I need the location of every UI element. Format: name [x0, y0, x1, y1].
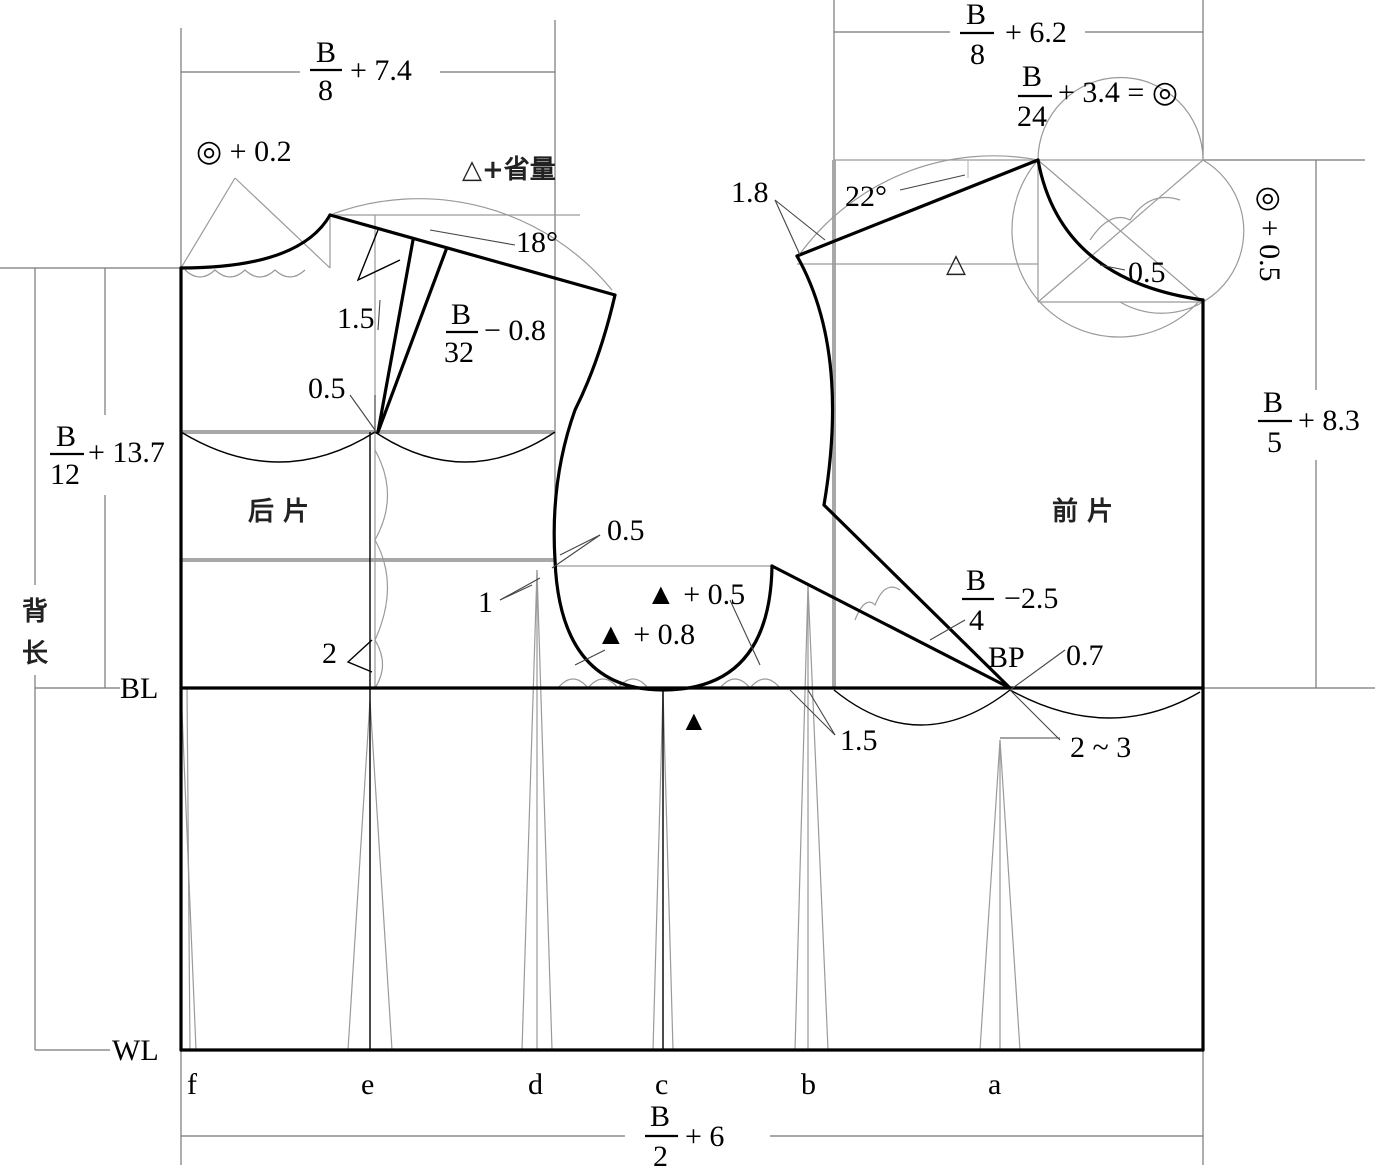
waist-darts	[180, 569, 1021, 1051]
back-dart-den: 32	[444, 336, 474, 369]
top-back-num: B	[316, 36, 336, 69]
armhole-back-curve-label: 1	[478, 586, 493, 619]
dart-point-d: d	[528, 1068, 543, 1101]
pattern-outline	[179, 158, 1205, 1052]
bp-dart-label: 2 ~ 3	[1070, 731, 1131, 764]
armhole-mark: ▲	[680, 706, 708, 737]
bp-distance-den: 4	[969, 604, 984, 637]
dim-front-length: B 5 + 8.3	[1258, 386, 1360, 459]
bp-distance-num: B	[966, 564, 986, 597]
dim-bp-distance: B 4 −2.5	[962, 564, 1058, 637]
bottom-total-den: 2	[653, 1140, 668, 1173]
dim-armhole-depth: B 12 + 13.7	[50, 420, 165, 491]
front-neck-den: 24	[1017, 100, 1047, 133]
dart-point-f: f	[187, 1068, 197, 1101]
back-angle-label: 18°	[516, 226, 558, 259]
back-piece-label: 后 片	[248, 497, 309, 527]
bust-line-label: BL	[120, 672, 158, 705]
back-dart-tip-label: 0.5	[308, 372, 346, 405]
dart-point-c: c	[655, 1068, 668, 1101]
bp-distance-tail: −2.5	[1004, 582, 1058, 615]
construction-guides	[180, 76, 1245, 726]
back-dart-tail: − 0.8	[484, 314, 546, 347]
armhole-depth-den: 12	[50, 458, 80, 491]
back-side-dart-label: 2	[322, 637, 337, 670]
dart-point-b: b	[801, 1068, 816, 1101]
dim-back-dart: B 32 − 0.8	[444, 298, 546, 369]
top-front-num: B	[966, 0, 986, 31]
front-neck-curve-label: 0.5	[1128, 256, 1166, 289]
top-front-tail: + 6.2	[1005, 16, 1067, 49]
back-dart-offset-label: 1.5	[337, 302, 375, 335]
dim-top-front: B 8 + 6.2	[960, 0, 1067, 71]
back-dart-num: B	[451, 298, 471, 331]
front-neck-num: B	[1022, 60, 1042, 93]
front-piece-label: 前 片	[1052, 496, 1113, 527]
bottom-total-num: B	[650, 1100, 670, 1133]
armhole-depth-tail: + 13.7	[88, 436, 165, 469]
armhole-back-point-label: 0.5	[607, 514, 645, 547]
top-back-den: 8	[318, 74, 333, 107]
front-neck-depth-label: ◎ + 0.5	[1253, 186, 1286, 282]
annotation-leaders	[349, 174, 1126, 741]
top-front-den: 8	[970, 38, 985, 71]
dim-bottom-total: B 2 + 6	[645, 1100, 724, 1173]
front-length-tail: + 8.3	[1298, 404, 1360, 437]
front-shoulder-mark: △	[946, 249, 966, 279]
bp-label: BP	[988, 641, 1025, 674]
back-shoulder-label: △+省量	[462, 155, 556, 185]
front-length-den: 5	[1267, 426, 1282, 459]
armhole-front-label: ▲ + 0.5	[646, 578, 745, 611]
armhole-depth-num: B	[56, 420, 76, 453]
front-neck-tail: + 3.4 = ◎	[1058, 76, 1178, 109]
back-neck-width-label: ◎ + 0.2	[196, 135, 292, 168]
armhole-back-label: ▲ + 0.8	[596, 618, 695, 651]
front-angle-label: 22°	[845, 180, 887, 213]
dart-point-a: a	[988, 1068, 1001, 1101]
front-length-num: B	[1263, 386, 1283, 419]
waist-line-label: WL	[112, 1034, 159, 1067]
front-shoulder-drop-label: 1.8	[731, 176, 769, 209]
top-back-tail: + 7.4	[350, 54, 412, 87]
bp-offset-label: 0.7	[1066, 639, 1104, 672]
dim-front-neck-width: B 24 + 3.4 = ◎	[1017, 60, 1178, 133]
back-length-char-1: 背	[22, 597, 48, 627]
side-offset-label: 1.5	[840, 724, 878, 757]
dart-point-e: e	[361, 1068, 374, 1101]
back-length-char-2: 长	[22, 639, 49, 669]
bottom-total-tail: + 6	[685, 1120, 724, 1153]
dim-top-back: B 8 + 7.4	[310, 36, 412, 107]
